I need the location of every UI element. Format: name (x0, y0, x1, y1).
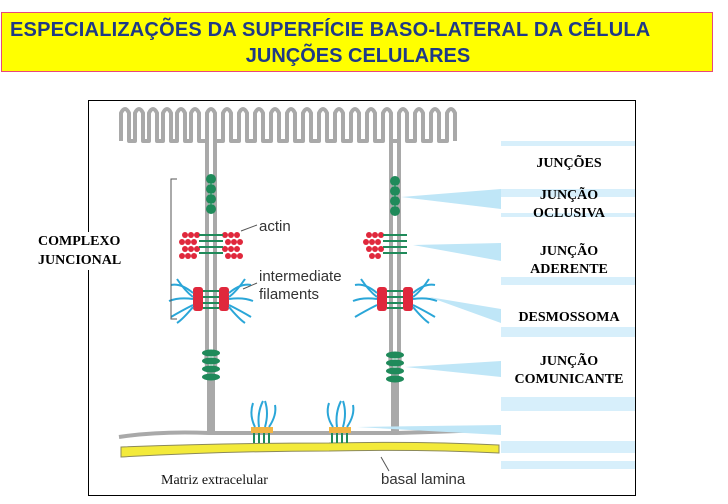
hemidesmosome-right (326, 400, 355, 443)
junctional-complex-bracket (170, 178, 177, 320)
basal-lamina-leader (380, 456, 390, 472)
tight-junction-left (206, 174, 216, 214)
page-subtitle: JUNÇÕES CELULARES (245, 45, 471, 67)
matriz-label: Matriz extracelular (161, 473, 268, 488)
oclusiva-label-line2: OCLUSIVA (533, 206, 606, 221)
junctions-diagram: actin intermediate filaments basal lamin… (88, 100, 636, 496)
title-banner: ESPECIALIZAÇÕES DA SUPERFÍCIE BASO-LATER… (1, 12, 713, 72)
cell-junction-illustration: actin intermediate filaments basal lamin… (118, 107, 635, 488)
actin-label: actin (259, 218, 291, 235)
gap-junction-right (386, 351, 404, 383)
comunicante-label-line2: COMUNICANTE (515, 372, 624, 387)
desmosome-left (168, 278, 254, 324)
intermediate-label: intermediate (259, 268, 342, 285)
pointer-bands (357, 189, 501, 435)
tight-junction-right (390, 176, 400, 216)
complexo-juncional-label: COMPLEXO JUNCIONAL (38, 232, 138, 270)
actin-leader-line (240, 224, 258, 232)
juncoes-label: JUNÇÕES (536, 153, 602, 171)
filaments-label: filaments (259, 286, 319, 303)
intermediate-leader-line (242, 282, 258, 290)
gap-junction-left (202, 349, 220, 381)
desmossoma-label: DESMOSSOMA (518, 310, 620, 325)
comunicante-label-line1: JUNÇÃO (540, 351, 598, 369)
aderente-label-line2: ADERENTE (530, 262, 608, 277)
page-title: ESPECIALIZAÇÕES DA SUPERFÍCIE BASO-LATER… (10, 19, 651, 41)
complexo-label-line1: COMPLEXO (38, 234, 121, 249)
aderente-label-line1: JUNÇÃO (540, 241, 598, 259)
adherens-junction-right (363, 232, 407, 259)
desmosome-right (352, 278, 438, 324)
adherens-junction-left (179, 232, 243, 259)
oclusiva-label-line1: JUNÇÃO (540, 185, 598, 203)
basal-lamina-label: basal lamina (381, 471, 466, 488)
microvilli (119, 107, 457, 143)
hemidesmosome-left (250, 400, 277, 443)
complexo-label-line2: JUNCIONAL (38, 253, 122, 268)
label-column-stripes (501, 141, 635, 469)
basal-lamina-band (120, 441, 500, 458)
